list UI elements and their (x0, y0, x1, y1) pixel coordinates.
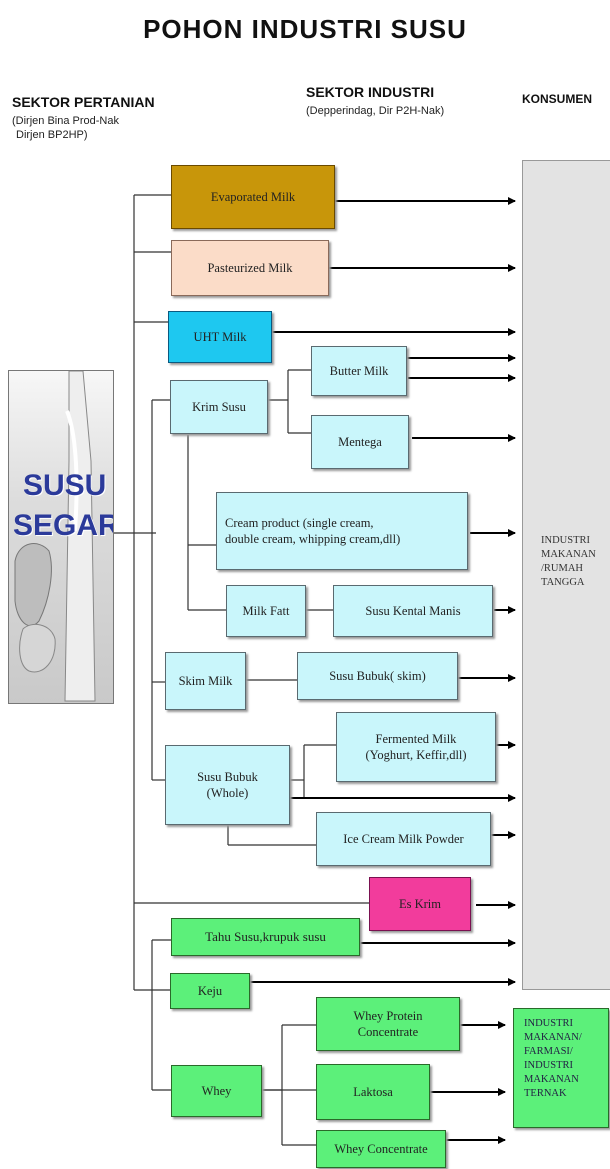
box-krim-susu: Krim Susu (170, 380, 268, 434)
box-keju: Keju (170, 973, 250, 1009)
cream-product-line2: double cream, whipping cream,dll) (225, 531, 400, 547)
whey-protein-line1: Whey Protein (353, 1008, 422, 1024)
box-whey: Whey (171, 1065, 262, 1117)
consumer-panel-feed: INDUSTRI MAKANAN/ FARMASI/ INDUSTRI MAKA… (513, 1008, 609, 1128)
box-susu-bubuk-skim: Susu Bubuk( skim) (297, 652, 458, 700)
box-whey-protein-concentrate: Whey Protein Concentrate (316, 997, 460, 1051)
box-susu-kental-manis: Susu Kental Manis (333, 585, 493, 637)
whey-protein-line2: Concentrate (358, 1024, 418, 1040)
cream-product-line1: Cream product (single cream, (225, 515, 374, 531)
box-laktosa: Laktosa (316, 1064, 430, 1120)
box-whey-concentrate: Whey Concentrate (316, 1130, 446, 1168)
fermented-line1: Fermented Milk (376, 731, 457, 747)
box-mentega: Mentega (311, 415, 409, 469)
susu-segar-panel: SUSU SEGAR (8, 370, 114, 704)
box-es-krim: Es Krim (369, 877, 471, 931)
consumer-label-household: INDUSTRI MAKANAN /RUMAH TANGGA (541, 534, 596, 590)
box-skim-milk: Skim Milk (165, 652, 246, 710)
box-milk-fatt: Milk Fatt (226, 585, 306, 637)
susu-label: SUSU (23, 469, 106, 503)
box-ice-cream-milk-powder: Ice Cream Milk Powder (316, 812, 491, 866)
box-tahu-susu: Tahu Susu,krupuk susu (171, 918, 360, 956)
box-cream-product: Cream product (single cream, double crea… (216, 492, 468, 570)
consumer-label-feed: INDUSTRI MAKANAN/ FARMASI/ INDUSTRI MAKA… (524, 1017, 582, 1101)
box-fermented-milk: Fermented Milk (Yoghurt, Keffir,dll) (336, 712, 496, 782)
box-butter-milk: Butter Milk (311, 346, 407, 396)
box-pasteurized-milk: Pasteurized Milk (171, 240, 329, 296)
susu-bubuk-whole-line2: (Whole) (207, 785, 249, 801)
fermented-line2: (Yoghurt, Keffir,dll) (365, 747, 466, 763)
segar-label: SEGAR (13, 509, 114, 543)
susu-bubuk-whole-line1: Susu Bubuk (197, 769, 258, 785)
box-uht-milk: UHT Milk (168, 311, 272, 363)
box-evaporated-milk: Evaporated Milk (171, 165, 335, 229)
box-susu-bubuk-whole: Susu Bubuk (Whole) (165, 745, 290, 825)
